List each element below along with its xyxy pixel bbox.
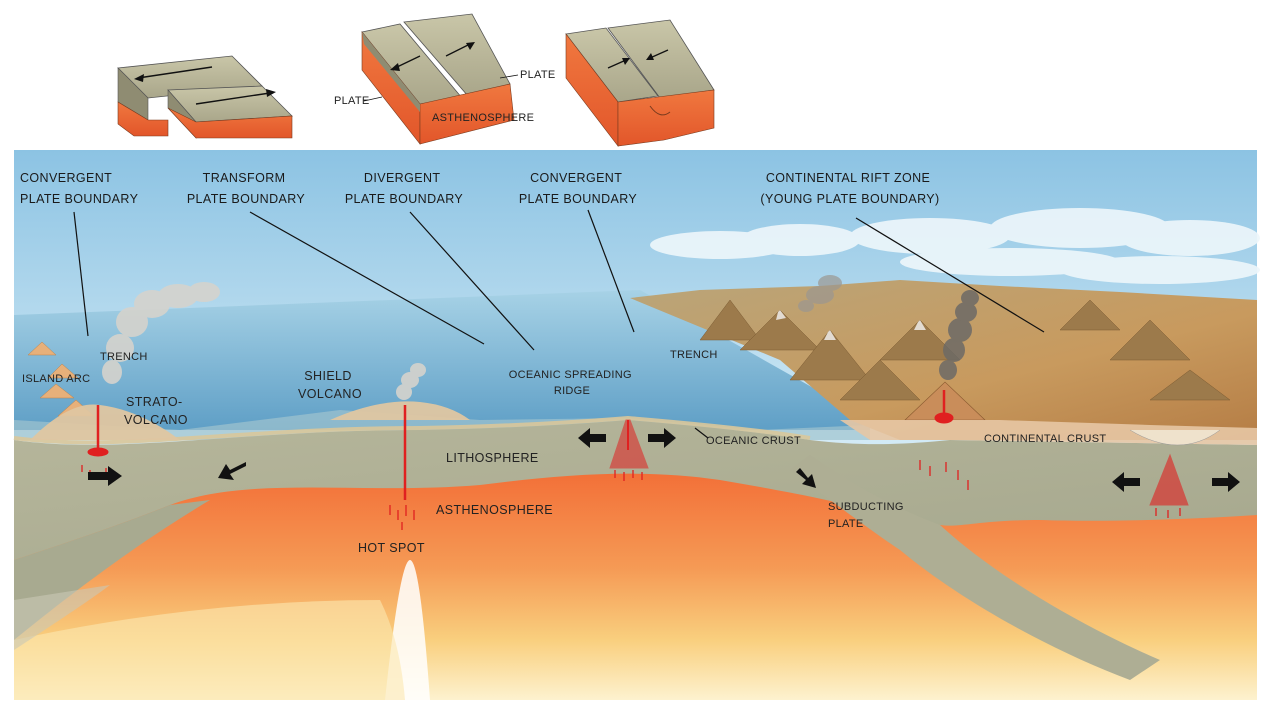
subducting-slab: [790, 455, 1160, 680]
inset-transform-block: [117, 55, 293, 139]
convergent-left-line1: CONVERGENT: [20, 171, 112, 185]
convergent-right-callout: CONVERGENT PLATE BOUNDARY: [519, 171, 638, 206]
continental-crust-label: CONTINENTAL CRUST: [984, 433, 1106, 445]
trench-right-label: TRENCH: [670, 349, 718, 361]
motion-arrows: [88, 428, 1240, 492]
strato-line2: VOLCANO: [124, 413, 188, 427]
trench-left-label: TRENCH: [100, 351, 148, 363]
rift-line2: (YOUNG PLATE BOUNDARY): [760, 192, 939, 206]
ocean: [14, 290, 870, 430]
transform-callout: TRANSFORM PLATE BOUNDARY: [187, 171, 306, 206]
rift-callout: CONTINENTAL RIFT ZONE (YOUNG PLATE BOUND…: [760, 171, 939, 206]
divergent-line2: PLATE BOUNDARY: [345, 192, 464, 206]
island-arc-label: ISLAND ARC: [22, 373, 90, 385]
inset-plate-left-label: PLATE: [334, 95, 370, 107]
subducting-plate-label: SUBDUCTING PLATE: [828, 501, 907, 530]
inset-asthenosphere-label: ASTHENOSPHERE: [432, 112, 534, 124]
convergent-right-line2: PLATE BOUNDARY: [519, 192, 638, 206]
volcano-smoke-left: [102, 282, 220, 384]
subducting-line2: PLATE: [828, 518, 864, 530]
shield-line1: SHIELD: [304, 369, 352, 383]
transform-line1: TRANSFORM: [203, 171, 286, 185]
subducting-line1: SUBDUCTING: [828, 501, 904, 513]
strato-volcano-label: STRATO- VOLCANO: [124, 395, 188, 427]
inset-plate-right-label: PLATE: [520, 69, 556, 81]
rift-line1: CONTINENTAL RIFT ZONE: [766, 171, 930, 185]
shield-volcano-label: SHIELD VOLCANO: [298, 369, 362, 401]
lithosphere: [14, 420, 1257, 560]
convergent-left-callout: CONVERGENT PLATE BOUNDARY: [20, 171, 139, 206]
main-cross-section: [13, 150, 1260, 700]
shield-line2: VOLCANO: [298, 387, 362, 401]
clouds: [650, 208, 1260, 284]
hot-spot-label: HOT SPOT: [358, 541, 425, 555]
transform-line2: PLATE BOUNDARY: [187, 192, 306, 206]
ridge-label: OCEANIC SPREADING RIDGE: [509, 369, 635, 397]
convergent-left-line2: PLATE BOUNDARY: [20, 192, 139, 206]
mountains: [699, 299, 1231, 401]
ridge-line2: RIDGE: [554, 385, 590, 397]
convergent-right-line1: CONVERGENT: [530, 171, 622, 185]
leader-lines: [73, 209, 1045, 439]
volcano-smoke-right: [939, 290, 979, 380]
inset-divergent-block: [361, 13, 515, 145]
inset-convergent-block: [565, 19, 715, 147]
divergent-line1: DIVERGENT: [364, 171, 440, 185]
divergent-callout: DIVERGENT PLATE BOUNDARY: [345, 171, 464, 206]
ridge-line1: OCEANIC SPREADING: [509, 369, 632, 381]
asthenosphere-label: ASTHENOSPHERE: [436, 503, 553, 517]
lithosphere-label: LITHOSPHERE: [446, 451, 539, 465]
strato-line1: STRATO-: [126, 395, 183, 409]
oceanic-crust-label: OCEANIC CRUST: [706, 435, 801, 447]
magma: [87, 390, 1189, 506]
left-slab: [14, 500, 210, 640]
